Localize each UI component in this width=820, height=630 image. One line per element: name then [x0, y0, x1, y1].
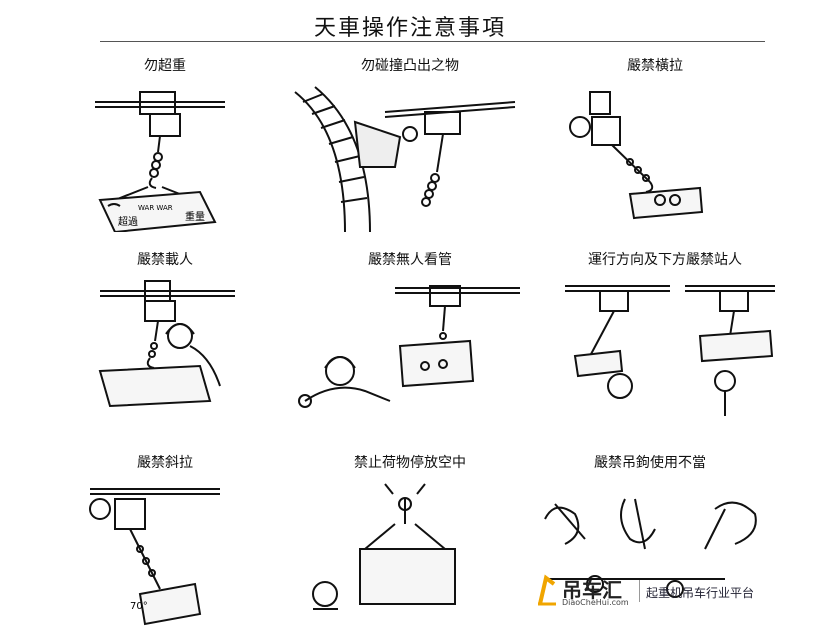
panel-caption: 勿超重 [144, 58, 186, 74]
watermark-divider [639, 580, 640, 602]
watermark-url: DiaoCheHui.com [562, 598, 629, 607]
crane-collision-illustration [294, 86, 516, 232]
panel-load-suspended: 禁止荷物停放空中 [285, 455, 535, 630]
box-label-war: WAR WAR [138, 204, 173, 212]
page-title: 天車操作注意事項 [313, 16, 506, 41]
title-divider [100, 41, 765, 42]
box-label-exceed: 超過 [118, 215, 138, 228]
panel-caption: 嚴禁載人 [137, 252, 193, 268]
crane-carry-people-illustration [98, 280, 235, 408]
panel-carry-people: 嚴禁載人 [40, 252, 290, 427]
crane-overweight-illustration: 超過 WAR WAR 重量 [95, 91, 225, 232]
crane-hook-misuse-illustration [544, 498, 757, 598]
angle-label: 70° [130, 601, 148, 612]
panel-caption: 嚴禁無人看管 [368, 252, 452, 268]
crane-load-suspended-illustration [312, 483, 456, 610]
panel-caption: 嚴禁橫拉 [627, 58, 683, 74]
crane-no-standing-illustration [565, 285, 775, 416]
panel-caption: 嚴禁斜拉 [137, 455, 193, 471]
panel-unattended: 嚴禁無人看管 [285, 252, 535, 427]
panel-caption: 禁止荷物停放空中 [354, 455, 466, 471]
site-watermark: 吊车汇 DiaoCheHui.com 起重机吊车行业平台 [536, 574, 816, 610]
panel-caption: 勿碰撞凸出之物 [361, 58, 459, 74]
watermark-slogan: 起重机吊车行业平台 [646, 586, 755, 600]
crane-angled-pull-illustration: 70° [89, 488, 220, 626]
panel-collision: 勿碰撞凸出之物 [285, 58, 535, 233]
panel-overweight: 勿超重 超過 WAR WAR 重量 [40, 58, 290, 233]
crane-logo-icon [538, 574, 556, 606]
panel-hook-misuse: 嚴禁吊鉤使用不當 [525, 455, 775, 630]
panel-caption: 嚴禁吊鉤使用不當 [594, 455, 706, 471]
panel-no-standing: 運行方向及下方嚴禁站人 [540, 252, 790, 427]
crane-side-pull-illustration [569, 91, 704, 220]
crane-unattended-illustration [298, 285, 520, 408]
panel-side-pull: 嚴禁橫拉 [530, 58, 780, 233]
panel-angled-pull: 嚴禁斜拉 70° [40, 455, 290, 630]
watermark-brand: 吊车汇 [562, 578, 622, 602]
panel-caption: 運行方向及下方嚴禁站人 [588, 252, 742, 268]
box-label-weight: 重量 [185, 210, 205, 223]
